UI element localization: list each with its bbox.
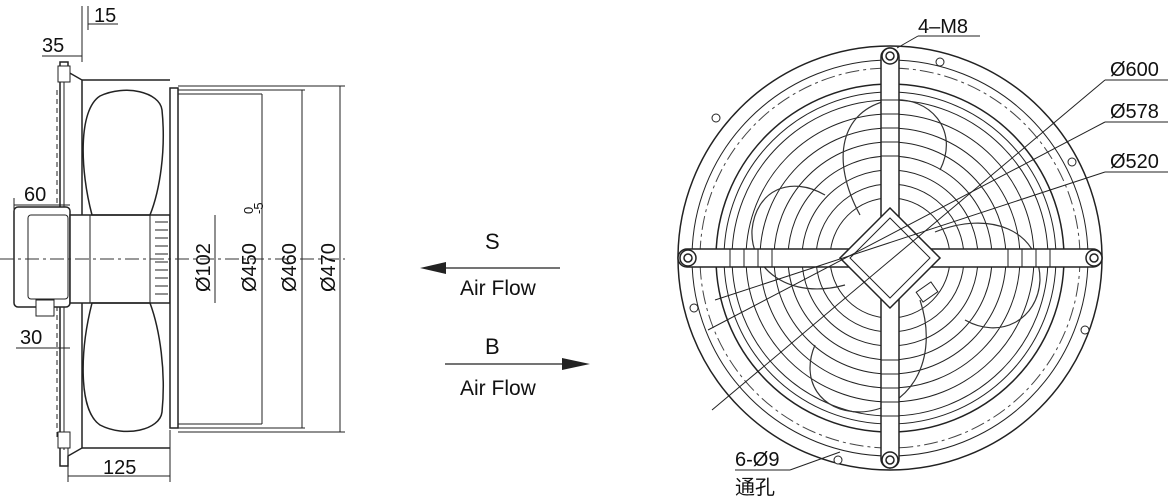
dim-520: Ø520 [1110, 151, 1159, 173]
fan-blade-top [82, 89, 164, 216]
dim-outer-diameter: Ø470 [318, 243, 340, 292]
fan-blade-bottom [82, 302, 164, 433]
front-view: 4–M8 Ø600 Ø578 Ø520 6-Ø9 通孔 [677, 16, 1168, 499]
motor-housing [13, 206, 71, 308]
dim-35: 35 [42, 35, 64, 57]
dim-inner-diameter: Ø460 [279, 243, 301, 292]
dim-125: 125 [103, 457, 136, 479]
tolerance-upper: 0 [241, 207, 256, 214]
mounting-holes [689, 57, 1090, 465]
thread-label: 4–M8 [918, 16, 968, 38]
arrow-right-icon [562, 358, 590, 370]
dim-15: 15 [94, 5, 116, 27]
airflow-s-text: Air Flow [460, 277, 537, 300]
front-blades [751, 99, 1041, 413]
dim-60: 60 [24, 184, 46, 206]
holes-note: 通孔 [735, 476, 775, 499]
side-dimension-lines [13, 6, 345, 482]
m8-holes [679, 47, 1103, 469]
motor-terminal [35, 299, 55, 317]
airflow-legend: S Air Flow B Air Flow [420, 229, 590, 400]
tolerance-lower: -5 [251, 202, 266, 214]
side-view: 15 35 60 30 125 Ø102 Ø450 0 -5 Ø460 Ø470 [0, 5, 345, 482]
guard-ring [169, 87, 179, 429]
dim-blade-diameter: Ø450 [239, 243, 261, 292]
airflow-b-label: B [485, 334, 500, 359]
holes-label: 6-Ø9 [735, 449, 779, 471]
leader-lines [707, 35, 1168, 471]
airflow-b-text: Air Flow [460, 377, 537, 400]
flange-bolt-bottom [57, 431, 71, 449]
dim-30: 30 [20, 327, 42, 349]
arrow-left-icon [420, 262, 446, 274]
dim-600: Ø600 [1110, 59, 1159, 81]
center-plate [838, 206, 942, 310]
dim-hub-diameter: Ø102 [193, 243, 215, 292]
dim-578: Ø578 [1110, 101, 1159, 123]
flange-bolt-top [57, 65, 71, 83]
airflow-s-label: S [485, 229, 500, 254]
